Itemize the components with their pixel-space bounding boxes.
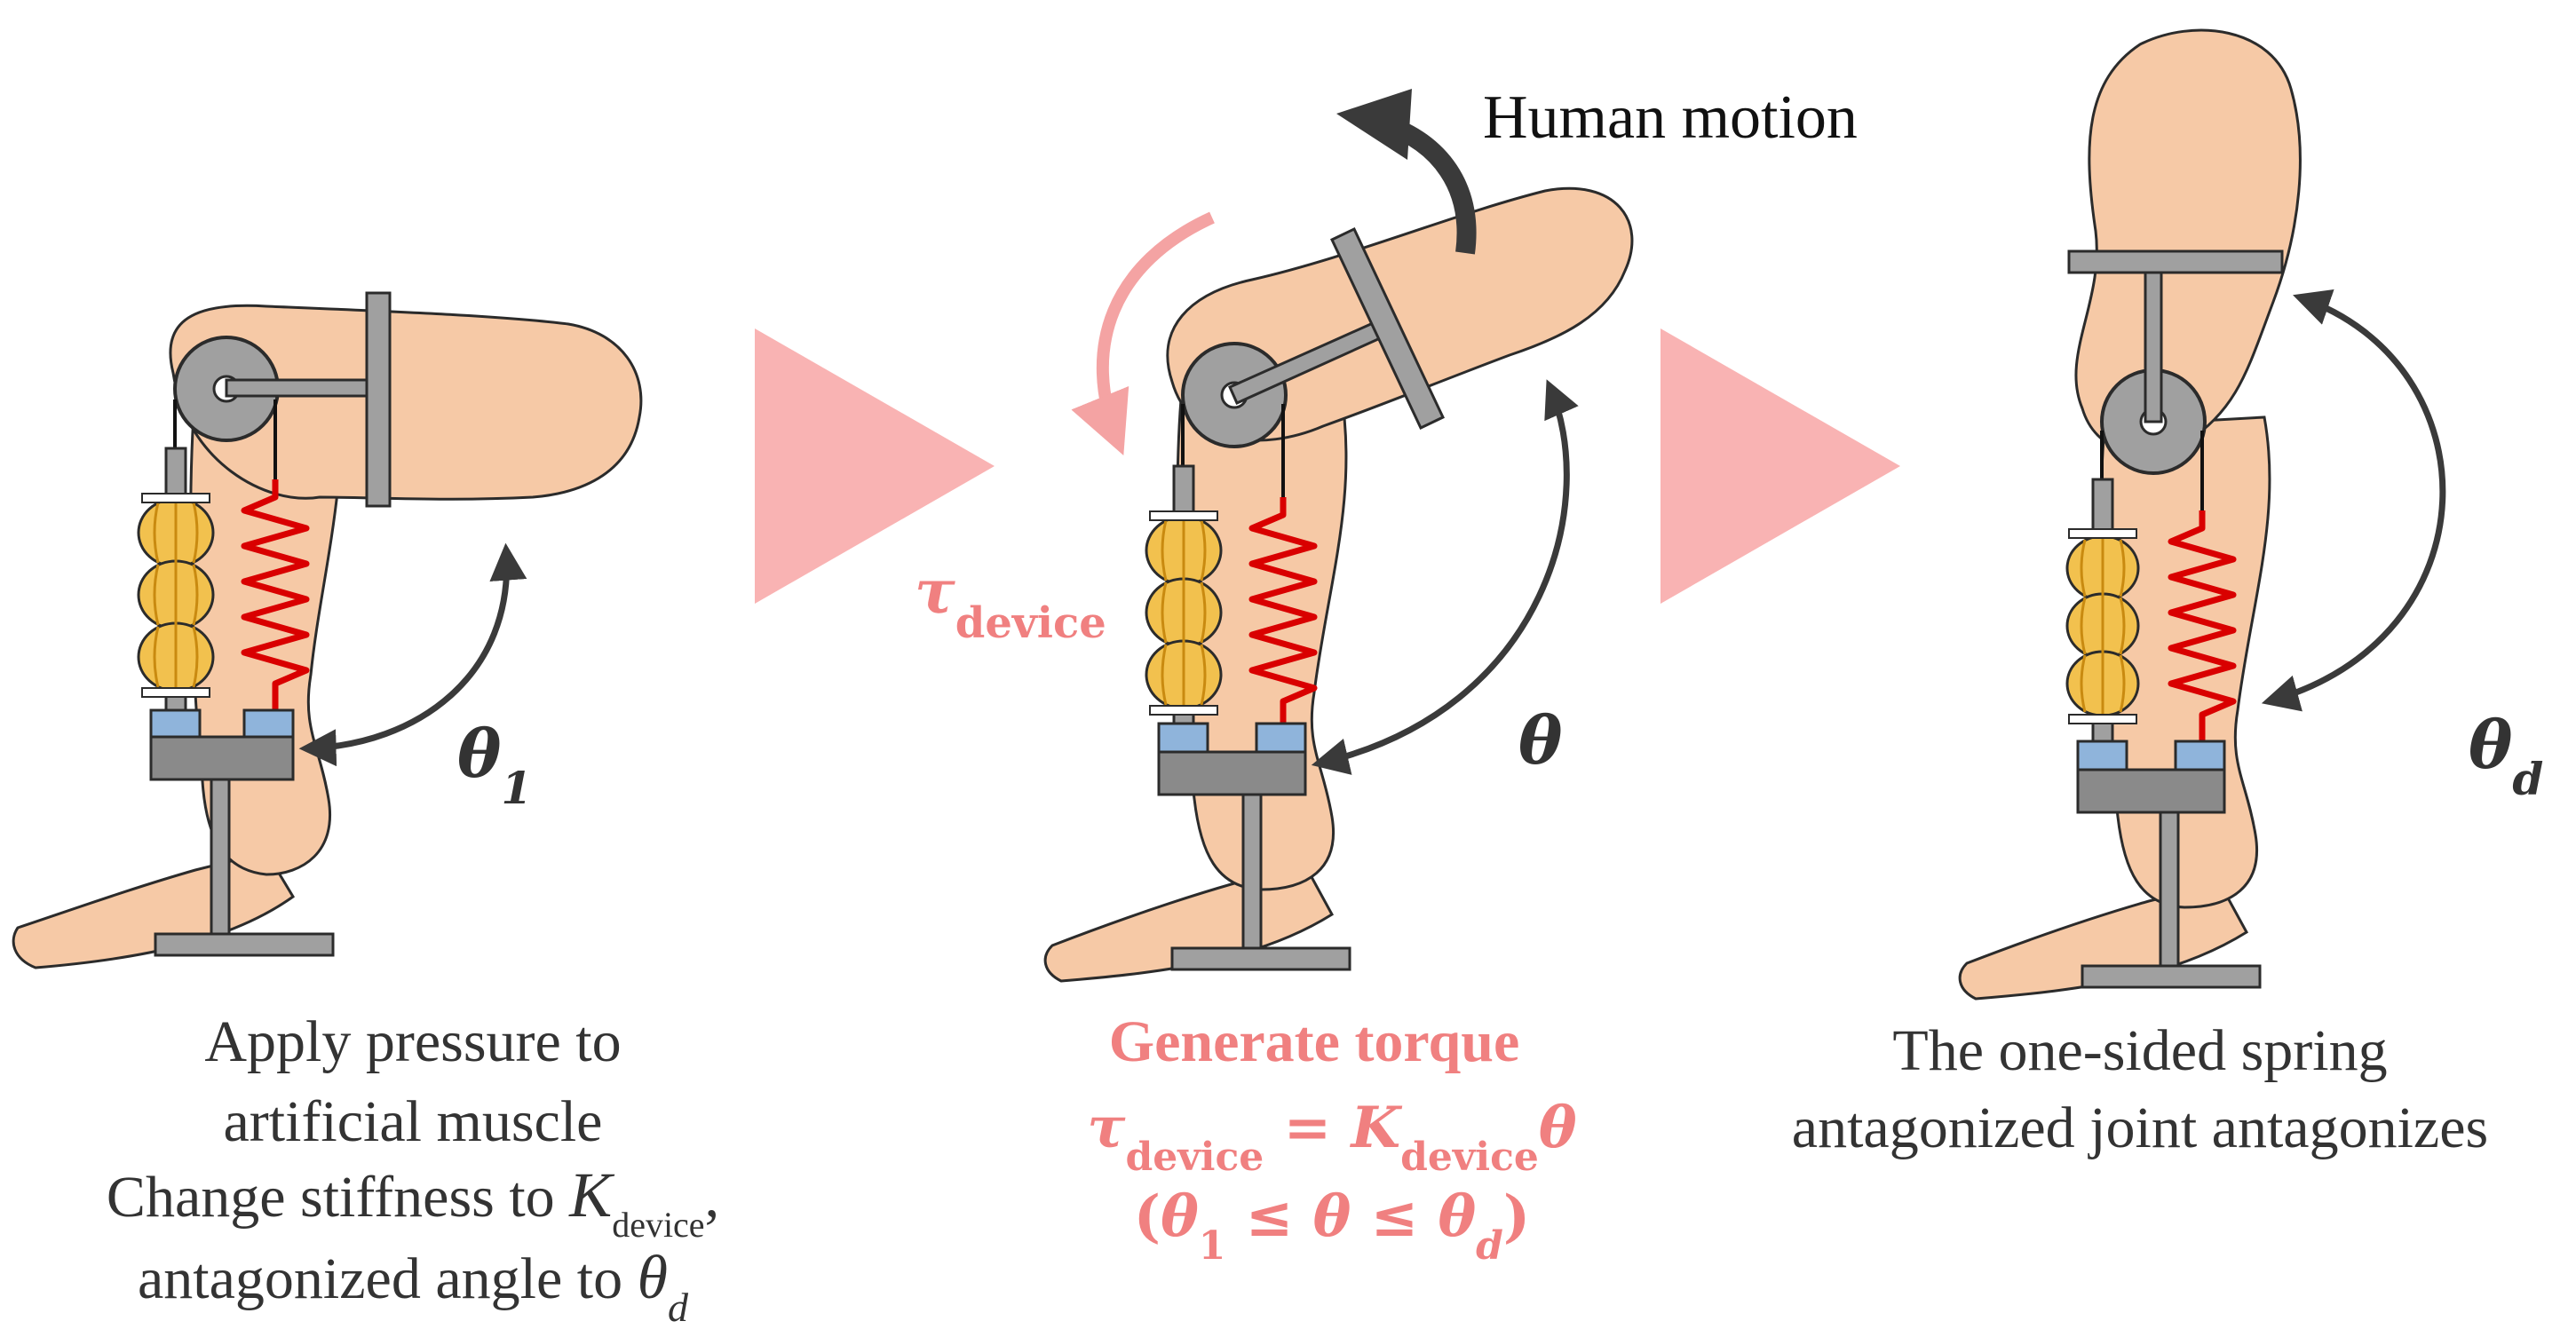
shank-rod <box>2159 811 2180 969</box>
mount-block-right <box>2174 740 2226 774</box>
thigh-link <box>225 378 379 398</box>
shank-plate <box>1157 750 1307 796</box>
caption-left: Apply pressure to artificial muscle Chan… <box>107 1009 719 1330</box>
caption-middle-title: Generate torque <box>1109 1009 1519 1074</box>
caption-right-line1: The one-sided spring <box>1892 1018 2387 1083</box>
theta1-label: θ1 <box>457 716 532 814</box>
mount-block-left <box>1157 722 1209 756</box>
spring <box>1248 497 1318 741</box>
caption-left-line2: artificial muscle <box>224 1089 603 1154</box>
stage-2-leg <box>1043 89 1634 983</box>
caption-right: The one-sided spring antagonized joint a… <box>1792 1018 2488 1160</box>
foot-plate <box>1170 946 1351 971</box>
thigh-bar <box>365 291 392 508</box>
angle-arc-theta1 <box>298 542 527 767</box>
mount-block-left <box>2076 740 2128 774</box>
artificial-muscle <box>2065 528 2140 724</box>
shank-plate <box>149 735 295 781</box>
thigh-bar <box>2067 249 2284 274</box>
theta-label: θ <box>1518 703 1563 779</box>
artificial-muscle <box>137 493 215 698</box>
stage-1-leg <box>12 291 643 969</box>
shank-rod <box>210 778 231 937</box>
human-motion-label: Human motion <box>1483 83 1858 152</box>
shank-plate <box>2076 768 2226 814</box>
angle-arc-theta <box>1311 379 1579 775</box>
foot-plate <box>154 932 335 957</box>
spring <box>241 479 310 724</box>
progress-arrow-2 <box>1661 328 1900 604</box>
progress-arrow-1 <box>755 328 995 604</box>
shank-rod <box>1241 793 1263 952</box>
caption-left-line3: Change stiffness to Kdevice, <box>107 1159 719 1245</box>
spring <box>2168 510 2237 755</box>
caption-middle: Generate torque τdevice = Kdeviceθ (θ1 ≤… <box>1087 1009 1577 1269</box>
device-torque-arrow <box>1071 211 1215 455</box>
caption-right-line2: antagonized joint antagonizes <box>1792 1096 2488 1160</box>
caption-left-line4: antagonized angle to θd <box>138 1244 689 1330</box>
mount-block-right <box>1255 722 1307 756</box>
tau-device-label: τdevice <box>915 557 1106 648</box>
human-motion-arrowhead <box>1336 89 1412 160</box>
thigh-link <box>2144 262 2163 423</box>
artificial-muscle <box>1145 510 1223 716</box>
caption-middle-range: (θ1 ≤ θ ≤ θd) <box>1134 1183 1530 1269</box>
angle-arc-thetad <box>2261 289 2446 712</box>
stage-3-leg <box>1958 28 2446 1001</box>
caption-left-line1: Apply pressure to <box>204 1009 621 1074</box>
thigh <box>169 304 643 501</box>
thetad-label: θd <box>2469 708 2543 805</box>
foot-plate <box>2081 964 2262 989</box>
caption-middle-equation: τdevice = Kdeviceθ <box>1087 1095 1577 1180</box>
